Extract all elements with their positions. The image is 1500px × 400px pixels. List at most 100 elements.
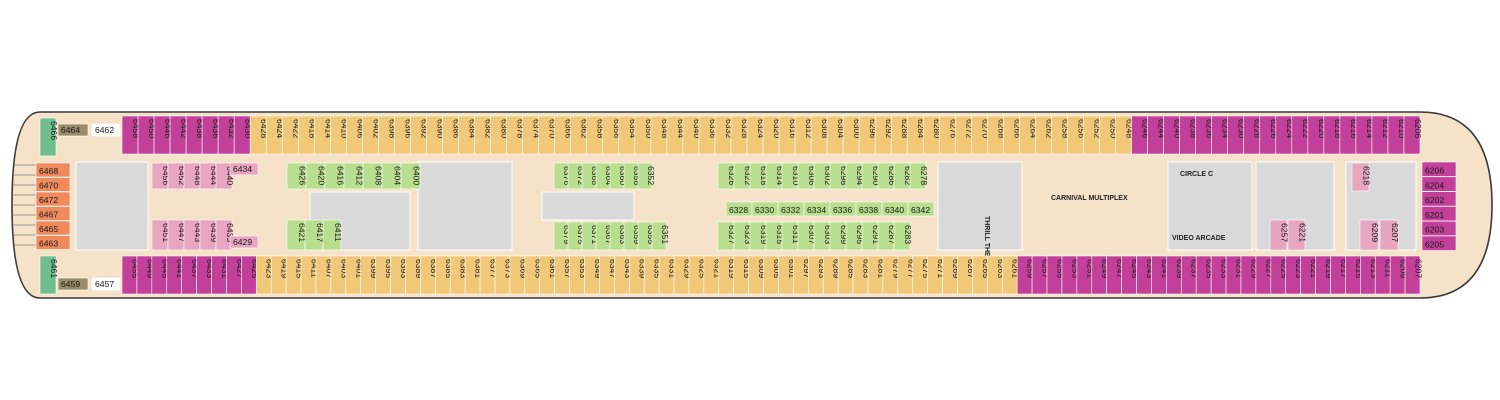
cabin-6420[interactable]: 6420 [305,162,327,190]
cabin-number: 6250 [1109,119,1119,138]
cabin-6340[interactable]: 6340 [881,201,909,217]
cabin-6400[interactable]: 6400 [400,162,422,190]
cabin-6468[interactable]: 6468 [35,162,71,178]
cabin-number: 6399 [369,259,379,278]
cabin-6429[interactable]: 6429 [229,235,259,249]
cabin-6466[interactable]: 6466 [39,117,59,157]
cabin-6366[interactable]: 6366 [554,115,574,155]
cabin-6204[interactable]: 6204 [1421,176,1457,192]
cabin-6408[interactable]: 6408 [362,162,384,190]
cabin-6221[interactable]: 6221 [1287,219,1308,251]
cabin-number: 6291 [871,225,881,244]
cabin-6412[interactable]: 6412 [343,162,365,190]
cabin-6464[interactable]: 6464 [57,123,89,137]
cabin-6375[interactable]: 6375 [567,221,586,251]
cabin-6214[interactable]: 6214 [1355,115,1375,155]
cabin-6331[interactable]: 6331 [658,255,678,295]
cabin-6451[interactable]: 6451 [151,219,171,251]
cabin-6470[interactable]: 6470 [35,177,71,192]
cabin-6402[interactable]: 6402 [362,115,381,155]
cabin-6293[interactable]: 6293 [807,255,827,295]
cabin-6334[interactable]: 6334 [803,201,831,217]
cabin-6373[interactable]: 6373 [494,255,513,295]
cabin-6338[interactable]: 6338 [855,201,883,217]
cabin-6206[interactable]: 6206 [1403,115,1423,155]
cabin-6415[interactable]: 6415 [285,255,305,295]
cabin-6461[interactable]: 6461 [39,255,59,295]
cabin-6421[interactable]: 6421 [286,219,307,251]
cabin-6440[interactable]: 6440 [215,162,235,190]
cabin-6462[interactable]: 6462 [91,123,121,137]
cabin-6336[interactable]: 6336 [829,201,857,217]
cabin-6261[interactable]: 6261 [1001,255,1021,295]
cabin-6342[interactable]: 6342 [907,201,935,217]
cabin-6218[interactable]: 6218 [1351,162,1372,192]
cabin-number: 6278 [919,166,929,185]
cabin-6203[interactable]: 6203 [1421,220,1457,236]
cabin-6298[interactable]: 6298 [829,162,849,190]
cabin-6452[interactable]: 6452 [167,162,187,190]
cabin-6247[interactable]: 6247 [1106,255,1125,295]
cabin-6283[interactable]: 6283 [893,221,913,251]
cabin-6281[interactable]: 6281 [867,255,886,295]
cabin-6244[interactable]: 6244 [1147,115,1167,155]
cabin-6234[interactable]: 6234 [1211,115,1231,155]
cabin-number: 6301 [787,259,797,278]
cabin-6220[interactable]: 6220 [1307,115,1327,155]
cabin-number: 6230 [1237,119,1247,138]
cabin-6361[interactable]: 6361 [539,255,558,295]
cabin-6455[interactable]: 6455 [121,255,140,295]
cabin-6328[interactable]: 6328 [725,201,753,217]
cabin-6352[interactable]: 6352 [637,162,656,190]
cabin-6248[interactable]: 6248 [1115,115,1135,155]
cabin-6332[interactable]: 6332 [777,201,805,217]
cabin-6465[interactable]: 6465 [35,220,71,236]
cabin-6351[interactable]: 6351 [651,221,670,251]
cabin-6209[interactable]: 6209 [1359,219,1380,251]
cabin-6404[interactable]: 6404 [381,162,403,190]
cabin-6472[interactable]: 6472 [35,191,71,207]
cabin-6278[interactable]: 6278 [909,162,929,190]
cabin-6459[interactable]: 6459 [57,277,89,291]
cabin-6457[interactable]: 6457 [91,277,121,291]
cabin-6268[interactable]: 6268 [987,115,1006,155]
cabin-6201[interactable]: 6201 [1421,206,1457,222]
cabin-number: 6207 [1390,223,1400,242]
cabin-6368[interactable]: 6368 [581,162,600,190]
cabin-6417[interactable]: 6417 [304,219,325,251]
cabin-6392[interactable]: 6392 [410,115,429,155]
cabin-number: 6228 [1253,119,1263,138]
cabin-box [229,162,259,176]
cabin-6435[interactable]: 6435 [215,219,235,251]
cabin-6437[interactable]: 6437 [181,255,200,295]
cabin-6467[interactable]: 6467 [35,206,71,221]
cabin-6202[interactable]: 6202 [1421,191,1457,207]
cabin-6207[interactable]: 6207 [1379,219,1400,251]
cabin-6330[interactable]: 6330 [751,201,779,217]
cabin-6377[interactable]: 6377 [479,255,499,295]
cabin-6411[interactable]: 6411 [322,219,343,251]
cabin-6441[interactable]: 6441 [166,255,185,295]
cabin-6207[interactable]: 6207 [1404,255,1424,295]
cabin-6416[interactable]: 6416 [324,162,346,190]
cabin-number: 6293 [817,259,827,278]
cabin-6285[interactable]: 6285 [837,255,857,295]
cabin-6257[interactable]: 6257 [1269,219,1290,251]
cabin-number: 6245 [1130,259,1140,278]
cabin-6269[interactable]: 6269 [942,255,961,295]
cabin-6206[interactable]: 6206 [1421,161,1457,177]
cabin-6363[interactable]: 6363 [609,221,628,251]
cabin-6213[interactable]: 6213 [1360,255,1379,295]
cabin-6262[interactable]: 6262 [1035,115,1054,155]
cabin-number: 6467 [39,210,58,220]
cabin-box [215,162,233,190]
cabin-6358[interactable]: 6358 [586,115,606,155]
cabin-6259[interactable]: 6259 [1016,255,1036,295]
cabin-6434[interactable]: 6434 [229,162,259,176]
cabin-6463[interactable]: 6463 [35,235,71,250]
cabin-6205[interactable]: 6205 [1421,235,1457,251]
cabin-6426[interactable]: 6426 [286,162,308,190]
cabin-6241[interactable]: 6241 [1151,255,1170,295]
cabin-6386[interactable]: 6386 [442,115,462,155]
cabin-6450[interactable]: 6450 [137,115,157,155]
